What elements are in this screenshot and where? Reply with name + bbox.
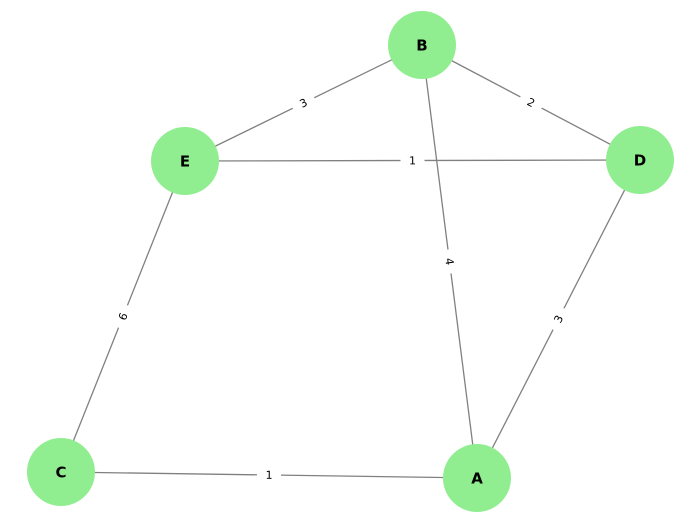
edge-weight-C-A: 1 (256, 466, 282, 484)
edge-weight-bbox (400, 151, 425, 170)
edge-weight-bbox (516, 89, 546, 116)
node-label-B: B (416, 36, 427, 54)
node-D: D (606, 126, 674, 194)
edge-weight-label: 6 (116, 311, 131, 322)
edge-weight-bbox (545, 304, 572, 334)
edge-weight-bbox (110, 302, 136, 331)
node-circle-D (606, 126, 674, 194)
node-layer: B E D C A (27, 11, 674, 512)
node-A: A (443, 444, 511, 512)
edge-weight-E-D: 1 (400, 151, 425, 170)
edge-weight-B-D: 2 (516, 89, 546, 116)
edge-weight-label: 1 (409, 154, 416, 167)
node-C: C (27, 438, 95, 506)
edge-label-layer: 3 2 4 1 6 3 1 (110, 89, 572, 484)
edge-weight-bbox (288, 90, 319, 116)
node-label-C: C (55, 463, 66, 481)
edge-weight-B-A: 4 (439, 248, 460, 275)
node-circle-C (27, 438, 95, 506)
node-circle-B (388, 11, 456, 79)
node-E: E (151, 127, 219, 195)
edge-weight-label: 1 (265, 469, 272, 482)
node-label-A: A (471, 469, 483, 487)
edge-layer (60, 44, 641, 479)
node-B: B (388, 11, 456, 79)
edge-weight-E-C: 6 (110, 302, 136, 331)
edge-weight-label: 4 (442, 257, 456, 266)
node-circle-A (443, 444, 511, 512)
node-circle-E (151, 127, 219, 195)
edge-weight-D-A: 3 (545, 304, 572, 334)
edge-weight-B-E: 3 (288, 90, 319, 116)
node-label-D: D (634, 151, 646, 169)
edge-weight-bbox (256, 466, 282, 484)
node-label-E: E (180, 152, 190, 170)
edge-weight-bbox (439, 248, 460, 275)
